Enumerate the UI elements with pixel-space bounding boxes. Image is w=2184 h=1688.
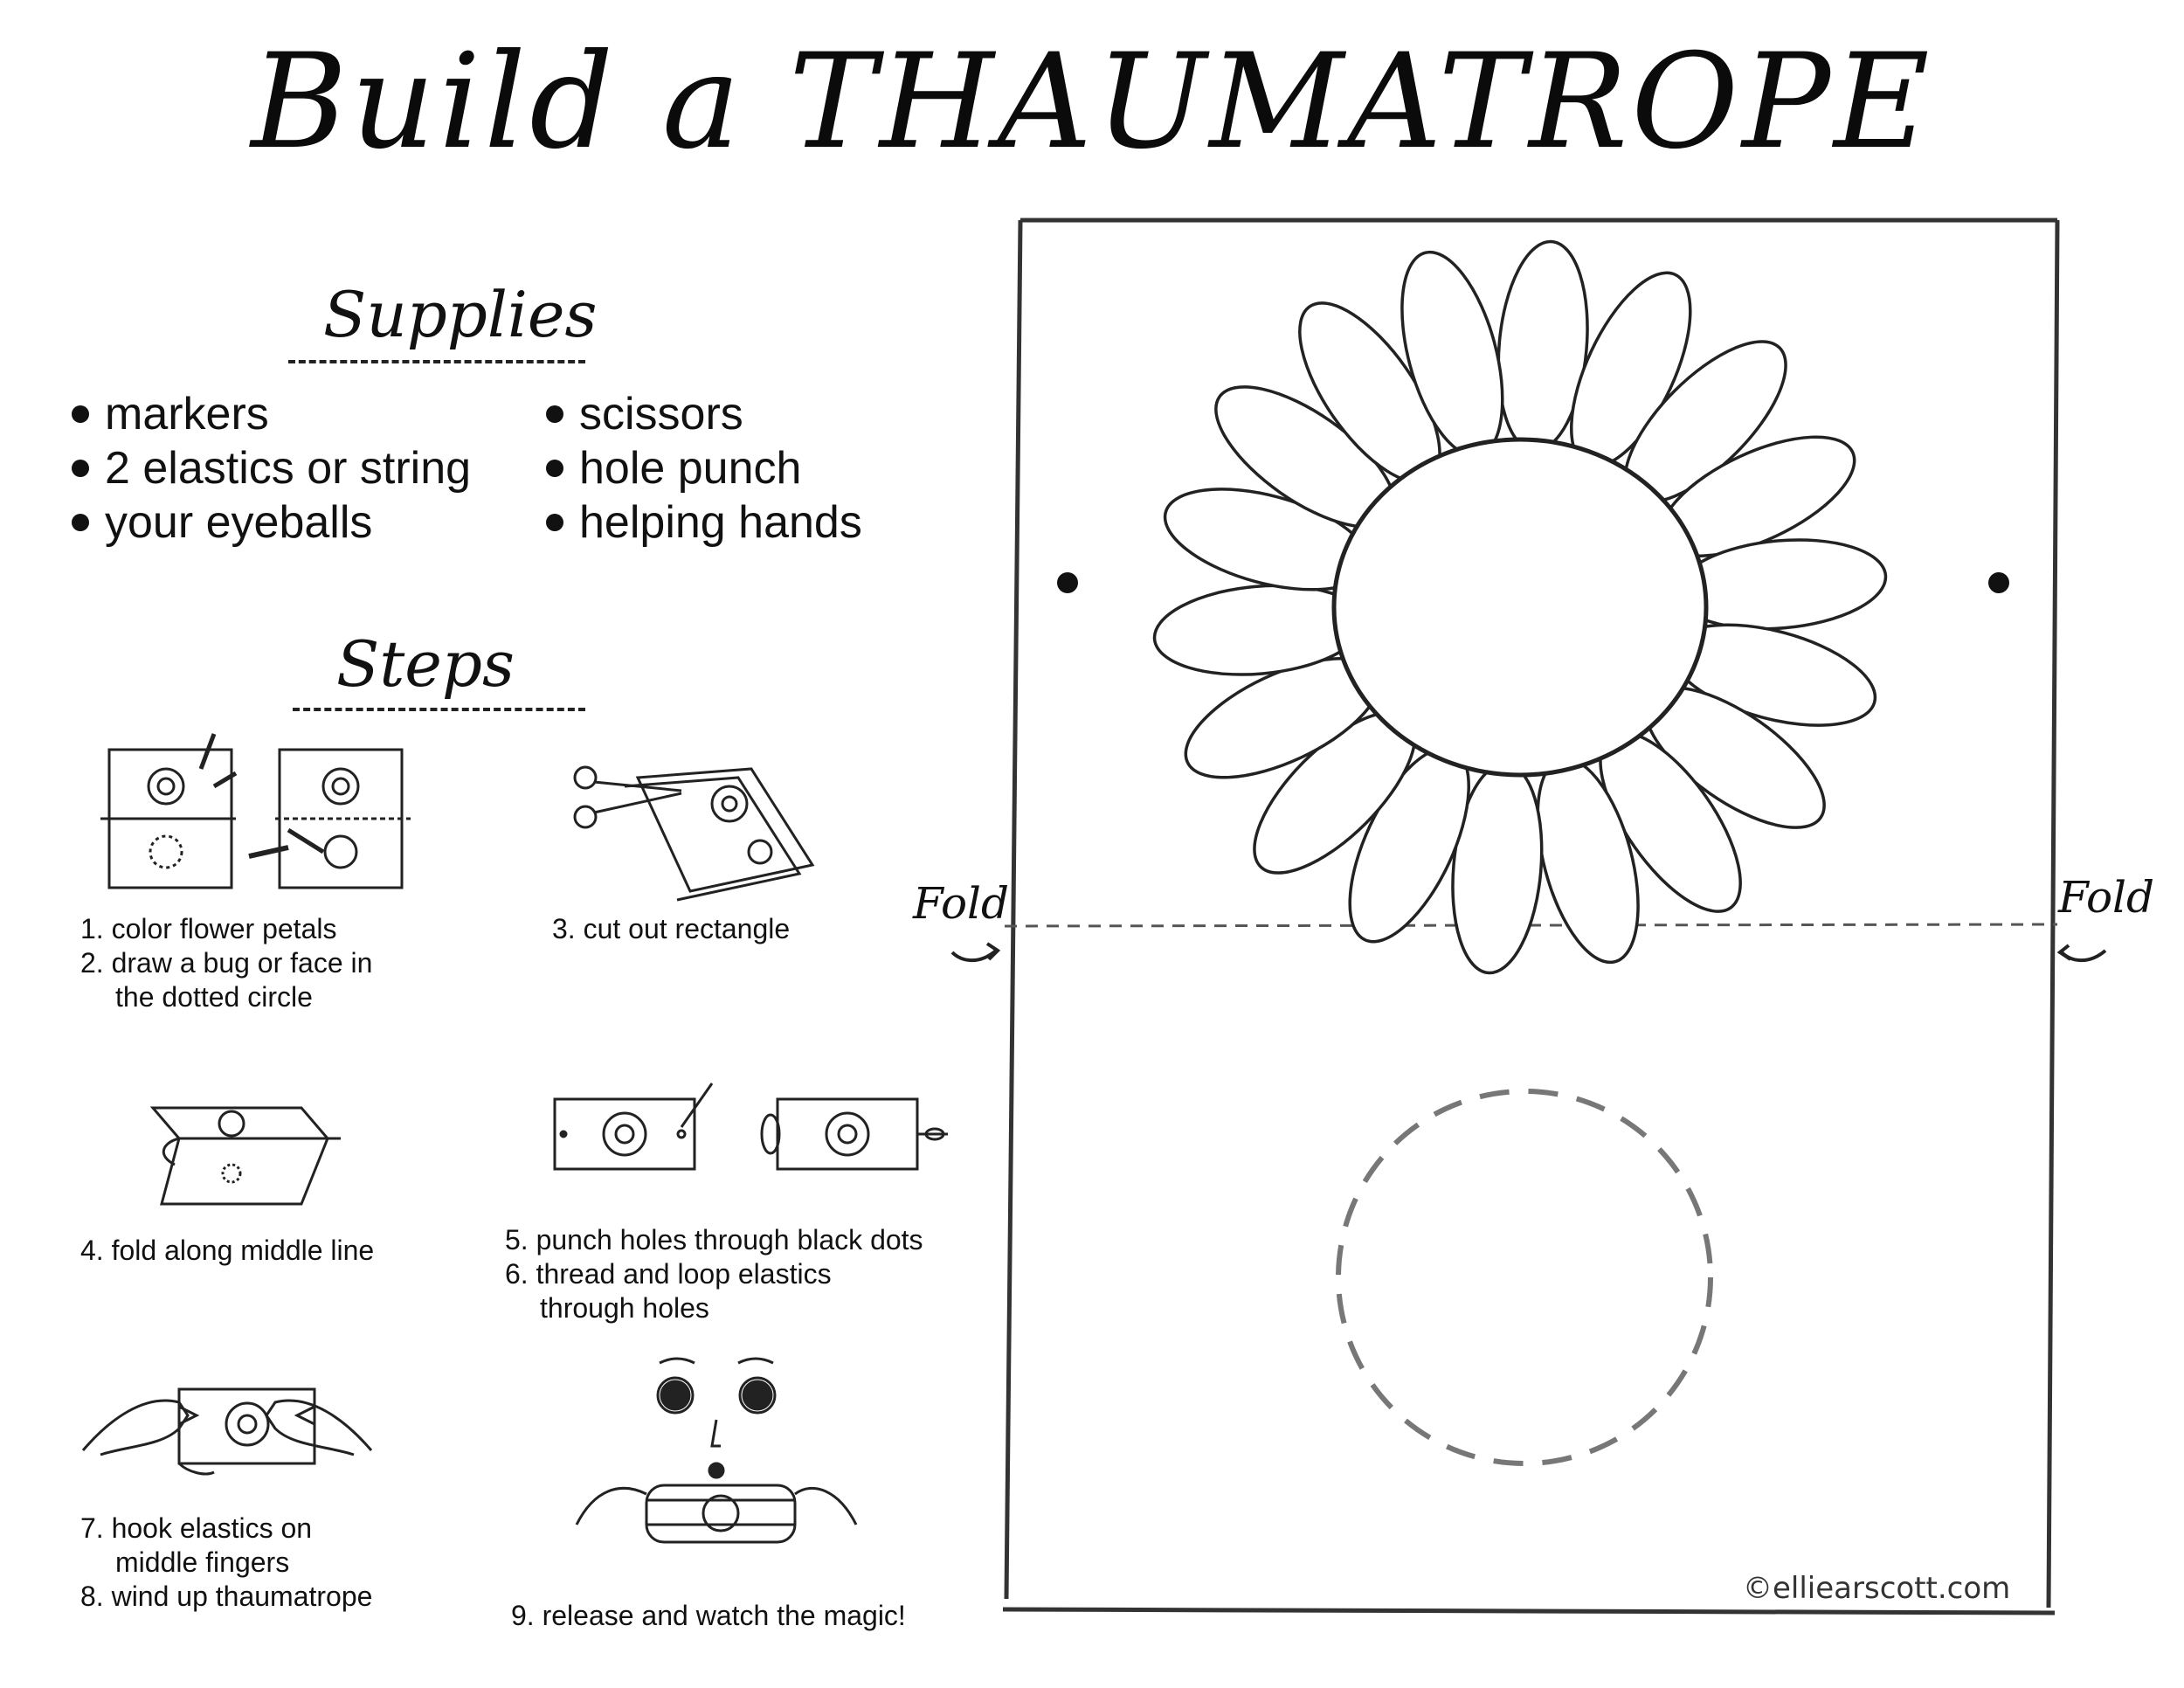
step4-illustration — [149, 1106, 341, 1206]
supplies-right-list: scissors hole punch helping hands — [546, 387, 862, 550]
dotted-circle — [1336, 1089, 1713, 1466]
bullet-icon — [72, 514, 89, 531]
fold-arrow-left-icon — [950, 942, 1001, 963]
punch-hole-right — [1988, 572, 2009, 593]
supplies-underline — [288, 360, 585, 363]
step5-6-illustration — [553, 1083, 948, 1171]
supply-item: hole punch — [546, 441, 862, 495]
fold-label-right: Fold — [2058, 872, 2155, 923]
supply-item: 2 elastics or string — [72, 441, 471, 495]
steps-7-8-text: 7. hook elastics on middle fingers 8. wi… — [80, 1512, 373, 1612]
supplies-heading: Supplies — [323, 278, 598, 351]
fold-arrow-right-icon — [2056, 944, 2107, 963]
bullet-icon — [546, 460, 563, 477]
step-4-text: 4. fold along middle line — [80, 1235, 375, 1266]
supply-item: helping hands — [546, 495, 862, 550]
bullet-icon — [72, 405, 89, 423]
step9-illustration — [575, 1357, 858, 1544]
bullet-icon — [546, 514, 563, 531]
steps-heading: Steps — [336, 627, 515, 701]
bullet-icon — [72, 460, 89, 477]
step-3-text: 3. cut out rectangle — [552, 913, 791, 944]
fold-label-left: Fold — [913, 878, 1010, 929]
flower-center — [1331, 437, 1709, 778]
supplies-left-list: markers 2 elastics or string your eyebal… — [72, 387, 471, 550]
template-bottom-edge — [1002, 1607, 2056, 1615]
supply-item: markers — [72, 387, 471, 441]
step3-illustration — [573, 765, 815, 902]
punch-hole-left — [1057, 572, 1078, 593]
template-left-edge — [1004, 219, 1023, 1600]
steps-5-6-text: 5. punch holes through black dots 6. thr… — [505, 1224, 923, 1324]
supply-item: your eyeballs — [72, 495, 471, 550]
supply-item: scissors — [546, 387, 862, 441]
page-title: Build a THAUMATROPE — [251, 26, 1933, 178]
steps-1-2-text: 1. color flower petals 2. draw a bug or … — [80, 913, 373, 1013]
bullet-icon — [546, 405, 563, 423]
credit-text: ©elliearscott.com — [1743, 1571, 2011, 1606]
step7-8-illustration — [81, 1387, 373, 1476]
step1-illustration — [100, 733, 411, 889]
template-right-edge — [2046, 219, 2060, 1608]
step-9-text: 9. release and watch the magic! — [511, 1600, 906, 1631]
steps-underline — [293, 708, 585, 711]
